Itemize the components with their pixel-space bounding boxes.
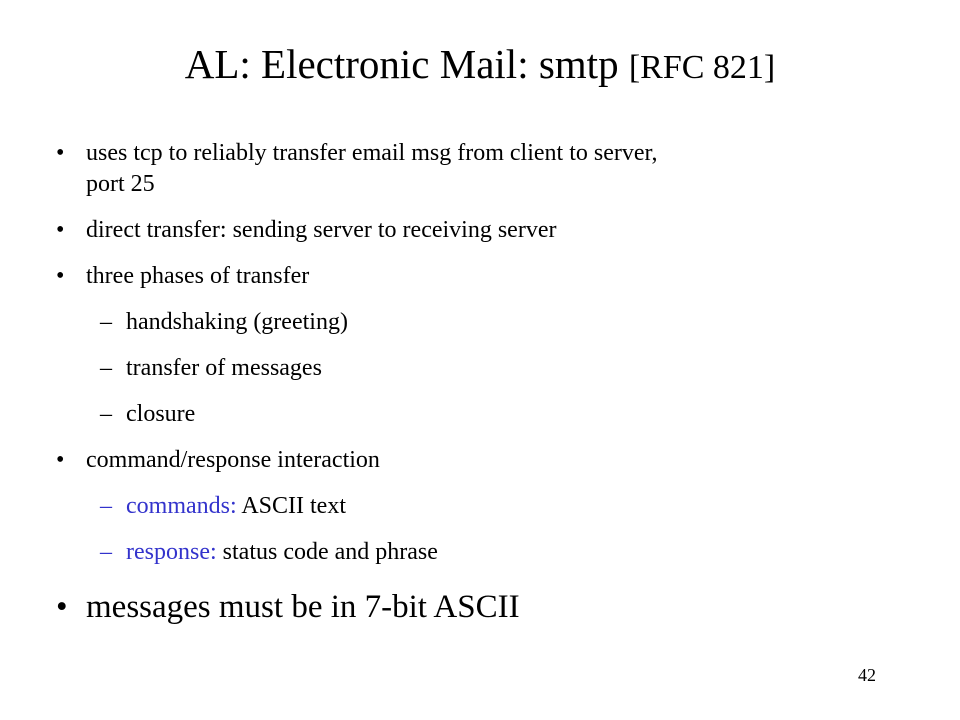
sub-item-text: transfer of messages <box>126 355 322 381</box>
bullet-marker: • <box>56 263 65 289</box>
bullet-list: • uses tcp to reliably transfer email ms… <box>56 138 916 627</box>
bullet-item-7bit-ascii: • messages must be in 7-bit ASCII <box>56 587 916 627</box>
sub-item-text: status code and phrase <box>216 539 438 565</box>
title-main: AL: Electronic Mail: smtp <box>184 41 629 87</box>
bullet-text: three phases of transfer <box>86 263 310 289</box>
sub-item-text: ASCII text <box>236 493 346 519</box>
bullet-marker: • <box>56 447 65 473</box>
page-number: 42 <box>858 665 876 685</box>
bullet-text: command/response interaction <box>86 447 380 473</box>
title-rfc-reference: [RFC 821] <box>628 49 776 86</box>
dash-marker: – <box>100 539 112 565</box>
dash-marker: – <box>100 355 112 381</box>
bullet-text-continued: port 25 <box>86 171 155 197</box>
bullet-text: messages must be in 7-bit ASCII <box>86 589 520 625</box>
sub-item-response: – response: status code and phrase <box>56 537 916 568</box>
sub-item-handshaking: – handshaking (greeting) <box>56 307 916 338</box>
sub-item-commands: – commands: ASCII text <box>56 491 916 522</box>
bullet-marker: • <box>56 140 65 166</box>
bullet-marker: • <box>56 217 65 243</box>
dash-marker: – <box>100 493 112 519</box>
bullet-item-tcp: • uses tcp to reliably transfer email ms… <box>56 138 916 200</box>
bullet-text: direct transfer: sending server to recei… <box>86 217 557 243</box>
sub-item-closure: – closure <box>56 399 916 430</box>
sub-item-transfer: – transfer of messages <box>56 353 916 384</box>
slide-title: AL: Electronic Mail: smtp [RFC 821] <box>0 38 960 94</box>
sub-item-text: handshaking (greeting) <box>126 309 348 335</box>
bullet-marker: • <box>56 589 68 625</box>
sub-item-label: commands: <box>126 493 237 519</box>
bullet-item-command-response: • command/response interaction <box>56 445 916 476</box>
sub-item-label: response: <box>126 539 217 565</box>
sub-item-text: closure <box>126 401 196 427</box>
dash-marker: – <box>100 309 112 335</box>
bullet-text: uses tcp to reliably transfer email msg … <box>86 140 658 166</box>
dash-marker: – <box>100 401 112 427</box>
bullet-item-phases: • three phases of transfer <box>56 261 916 292</box>
bullet-item-direct-transfer: • direct transfer: sending server to rec… <box>56 215 916 246</box>
